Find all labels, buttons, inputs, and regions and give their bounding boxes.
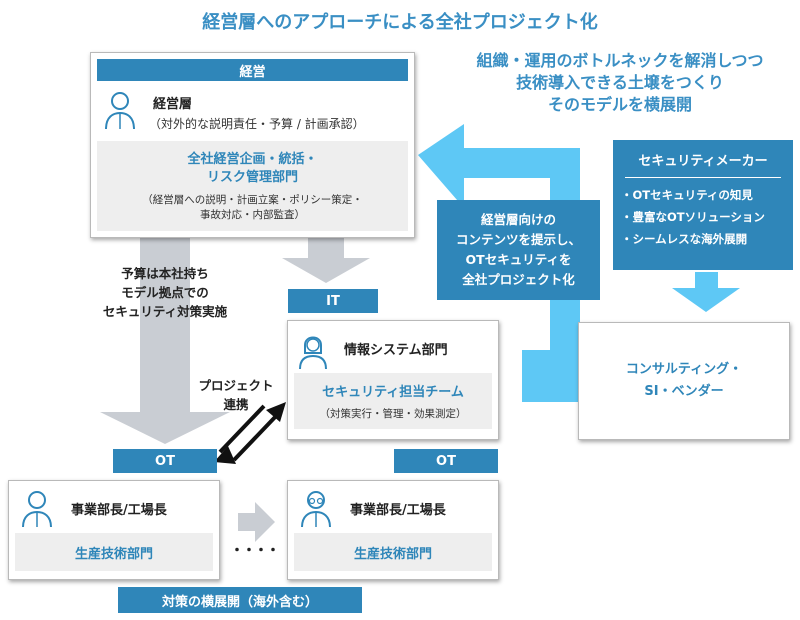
management-role-name: 経営層 (153, 97, 193, 112)
management-dept-panel: 全社経営企画・統括・ リスク管理部門 （経営層への説明・計画立案・ポリシー策定・… (97, 141, 408, 231)
gray-arrow-mgmt-to-it (282, 238, 370, 283)
project-link-label: プロジェクト 連携 (196, 376, 276, 414)
female-person-icon (298, 331, 328, 375)
business-box-right: 事業部長/工場長 生産技術部門 (287, 480, 499, 580)
management-dept-line-2: リスク管理部門 (206, 170, 298, 185)
project-link-label-line-1: プロジェクト (198, 378, 274, 393)
person-with-glasses-icon (300, 489, 332, 533)
person-icon (21, 489, 53, 533)
blue-arrow-maker-to-vendor (672, 272, 740, 312)
management-box: 経営 経営層 （対外的な説明責任・予算 / 計画承認） 全社経営企画・統括・ リ… (90, 52, 415, 238)
vendor-line-1: コンサルティング・ (625, 362, 743, 377)
budget-label-line-3: セキュリティ対策実施 (102, 304, 228, 319)
gray-arrow-mgmt-to-ot (100, 238, 230, 444)
business-box-left: 事業部長/工場長 生産技術部門 (8, 480, 220, 580)
blue-arrow-horizontal-link (522, 350, 582, 380)
project-link-label-line-2: 連携 (223, 397, 249, 412)
business-left-dept-panel: 生産技術部門 (15, 533, 213, 571)
vendor-box: コンサルティング・ SI・ベンダー (578, 322, 790, 440)
business-left-dept: 生産技術部門 (74, 546, 153, 562)
center-label-box: 経営層向けの コンテンツを提示し、 OTセキュリティを 全社プロジェクト化 (437, 200, 600, 300)
blue-arrow-to-management (418, 124, 580, 402)
management-header: 経営 (97, 59, 408, 81)
it-team-name: セキュリティ担当チーム (322, 385, 464, 400)
tagline-line-3: そのモデルを横展開 (547, 95, 692, 114)
tagline-line-1: 組織・運用のボトルネックを解消しつつ (476, 51, 764, 70)
rollout-label: 対策の横展開（海外含む） (118, 587, 362, 613)
budget-label-line-1: 予算は本社持ち (121, 266, 209, 281)
business-right-dept-panel: 生産技術部門 (294, 533, 492, 571)
budget-label: 予算は本社持ち モデル拠点での セキュリティ対策実施 (100, 264, 230, 321)
continuation-dots: ・・・・ (230, 543, 280, 559)
security-maker-item-1: ・OTセキュリティの知見 (621, 188, 753, 202)
center-label-line-2: コンテンツを提示し、 (455, 232, 581, 247)
ot-label-left: OT (113, 449, 217, 473)
tagline-line-2: 技術導入できる土壌をつくり (516, 73, 724, 92)
business-left-name: 事業部長/工場長 (71, 503, 167, 518)
security-maker-item-2: ・豊富なOTソリューション (621, 210, 765, 224)
management-role-detail: （対外的な説明責任・予算 / 計画承認） (149, 117, 365, 131)
security-maker-box: セキュリティメーカー ・OTセキュリティの知見 ・豊富なOTソリューション ・シ… (613, 140, 793, 270)
center-label-line-1: 経営層向けの (480, 212, 556, 227)
management-dept-detail-line-2: 事故対応・内部監査） (200, 209, 305, 221)
management-dept-line-1: 全社経営企画・統括・ (187, 152, 318, 167)
business-right-name: 事業部長/工場長 (350, 503, 446, 518)
project-link-arrowhead-down (214, 446, 236, 464)
budget-label-line-2: モデル拠点での (121, 285, 209, 300)
project-link-arrowhead-up (266, 402, 286, 422)
it-team-panel: セキュリティ担当チーム （対策実行・管理・効果測定） (294, 373, 492, 429)
security-maker-item-3: ・シームレスな海外展開 (621, 232, 748, 246)
project-link-arrows (218, 404, 280, 462)
security-maker-title: セキュリティメーカー (638, 154, 768, 169)
center-label-line-3: OTセキュリティを (465, 252, 572, 267)
gray-arrow-rollout (238, 502, 275, 542)
management-dept-detail-line-1: （経営層への説明・計画立案・ポリシー策定・ (142, 194, 363, 206)
business-right-dept: 生産技術部門 (353, 546, 432, 562)
it-dept-name: 情報システム部門 (344, 343, 448, 358)
it-team-detail: （対策実行・管理・効果測定） (319, 408, 467, 420)
ot-label-right: OT (394, 449, 498, 473)
tagline: 組織・運用のボトルネックを解消しつつ 技術導入できる土壌をつくり そのモデルを横… (440, 50, 800, 116)
person-icon (103, 89, 137, 135)
it-box: 情報システム部門 セキュリティ担当チーム （対策実行・管理・効果測定） (287, 320, 499, 440)
page-title: 経営層へのアプローチによる全社プロジェクト化 (202, 12, 598, 33)
center-label-line-4: 全社プロジェクト化 (462, 272, 575, 287)
it-label: IT (288, 289, 378, 313)
vendor-line-2: SI・ベンダー (644, 384, 724, 399)
